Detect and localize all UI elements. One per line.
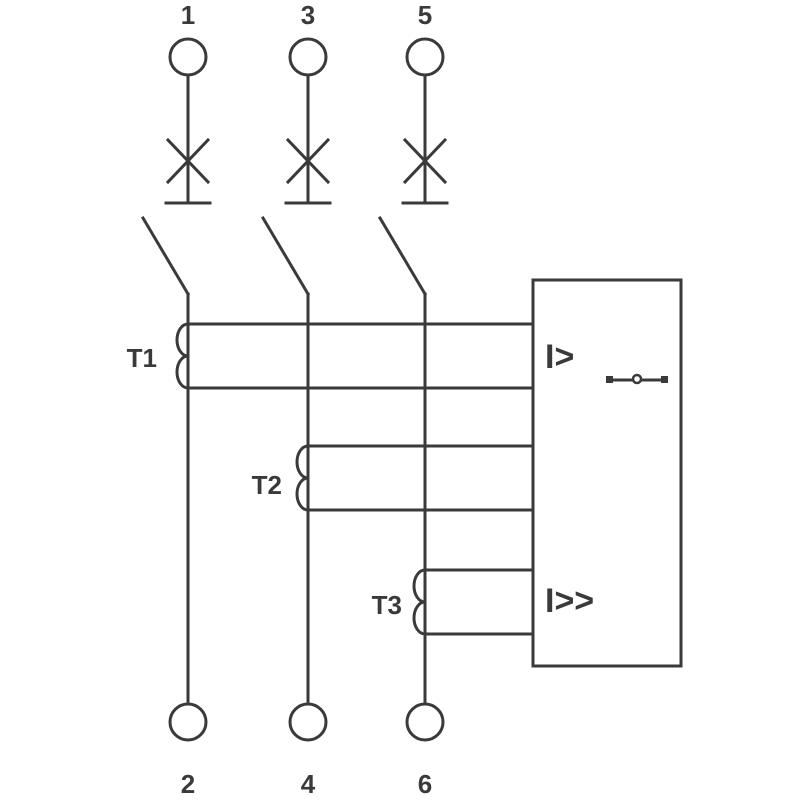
- protection-relay-box: [531, 278, 683, 668]
- top-terminal-5: [405, 37, 445, 77]
- transformer-label-t3: T3: [372, 590, 402, 620]
- bottom-terminal-label-6: 6: [418, 769, 432, 799]
- bottom-terminal-label-4: 4: [301, 769, 316, 799]
- pole-3-upper-contact: [284, 73, 332, 205]
- transformer-label-t1: T1: [127, 343, 157, 373]
- trip-link-icon: [606, 373, 668, 385]
- pole-5-upper-contact: [401, 73, 449, 205]
- top-terminal-label-1: 1: [181, 0, 195, 30]
- transformer-t2: [295, 444, 535, 512]
- bottom-terminal-6: [405, 702, 445, 742]
- switch-blade-1: [140, 215, 191, 297]
- short-circuit-label: I>>: [545, 582, 594, 620]
- bottom-terminal-label-2: 2: [181, 769, 195, 799]
- top-terminal-label-5: 5: [418, 0, 432, 30]
- pole-1-upper-contact: [164, 73, 212, 205]
- switch-blade-3: [260, 215, 311, 297]
- overcurrent-label: I>: [545, 338, 574, 376]
- top-terminal-3: [288, 37, 328, 77]
- bottom-terminal-4: [288, 702, 328, 742]
- transformer-t3: [412, 568, 535, 636]
- bottom-terminal-2: [168, 702, 208, 742]
- transformer-label-t2: T2: [252, 470, 282, 500]
- transformer-t1: [175, 322, 535, 390]
- switch-blade-5: [377, 215, 428, 297]
- top-terminal-label-3: 3: [301, 0, 315, 30]
- top-terminal-1: [168, 37, 208, 77]
